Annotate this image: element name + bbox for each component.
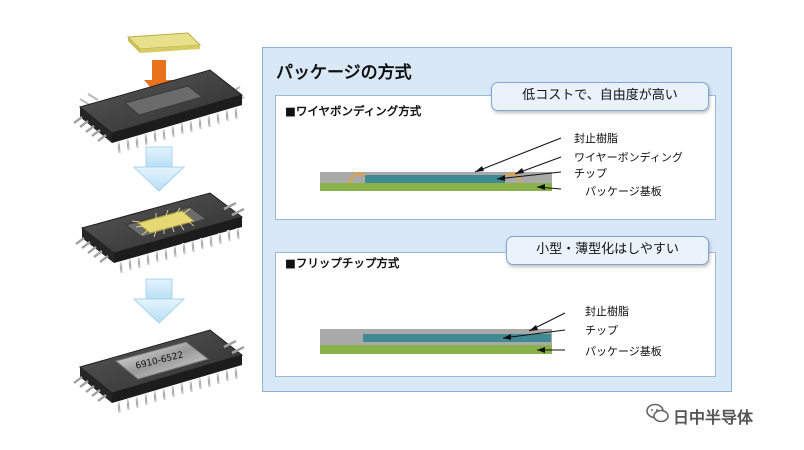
flip-chip-title: ■フリップチップ方式	[285, 256, 400, 270]
marking-plate	[114, 341, 210, 380]
wb-label-sealing-resin: 封止樹脂	[574, 132, 618, 145]
blue-down-arrow-2	[132, 278, 186, 324]
wb-label-package-substrate: パッケージ基板	[585, 185, 662, 198]
panel-title: パッケージの方式	[276, 63, 412, 83]
flip-chip-callout: 小型・薄型化はしやすい	[506, 236, 709, 265]
step3-sealed-package: 6910-6522	[73, 329, 245, 414]
watermark-text: 日中半导体	[673, 408, 754, 427]
bond-wire-right	[504, 172, 522, 184]
fc-chip-layer	[363, 334, 551, 342]
flip-chip-cross-section	[320, 312, 566, 354]
wire-bonding-title: ■ワイヤボンディング方式	[285, 104, 422, 118]
wb-label-wire-bonding: ワイヤーボンディング	[574, 151, 683, 164]
wire-bonding-section	[275, 95, 716, 220]
wb-label-chip: チップ	[574, 167, 607, 180]
step1-open-package	[73, 32, 245, 154]
chip-layer	[365, 175, 505, 183]
wire-bonding-cross-section	[320, 137, 562, 191]
bond-wire-left	[348, 172, 366, 184]
fc-label-sealing-resin: 封止樹脂	[585, 305, 629, 318]
wechat-icon	[646, 403, 669, 423]
fc-label-package-substrate: パッケージ基板	[585, 345, 662, 358]
bonded-die	[136, 210, 196, 234]
package-process-illustration: 6910-6522	[73, 32, 245, 414]
substrate-layer	[320, 182, 552, 191]
wire-bonding-callout: 低コストで、自由度が高い	[491, 82, 709, 111]
fc-substrate-layer	[320, 344, 552, 354]
flip-chip-section	[275, 252, 716, 377]
blue-down-arrow-1	[132, 146, 186, 192]
fc-label-chip: チップ	[585, 324, 618, 337]
step2-bonded-package	[75, 192, 245, 274]
